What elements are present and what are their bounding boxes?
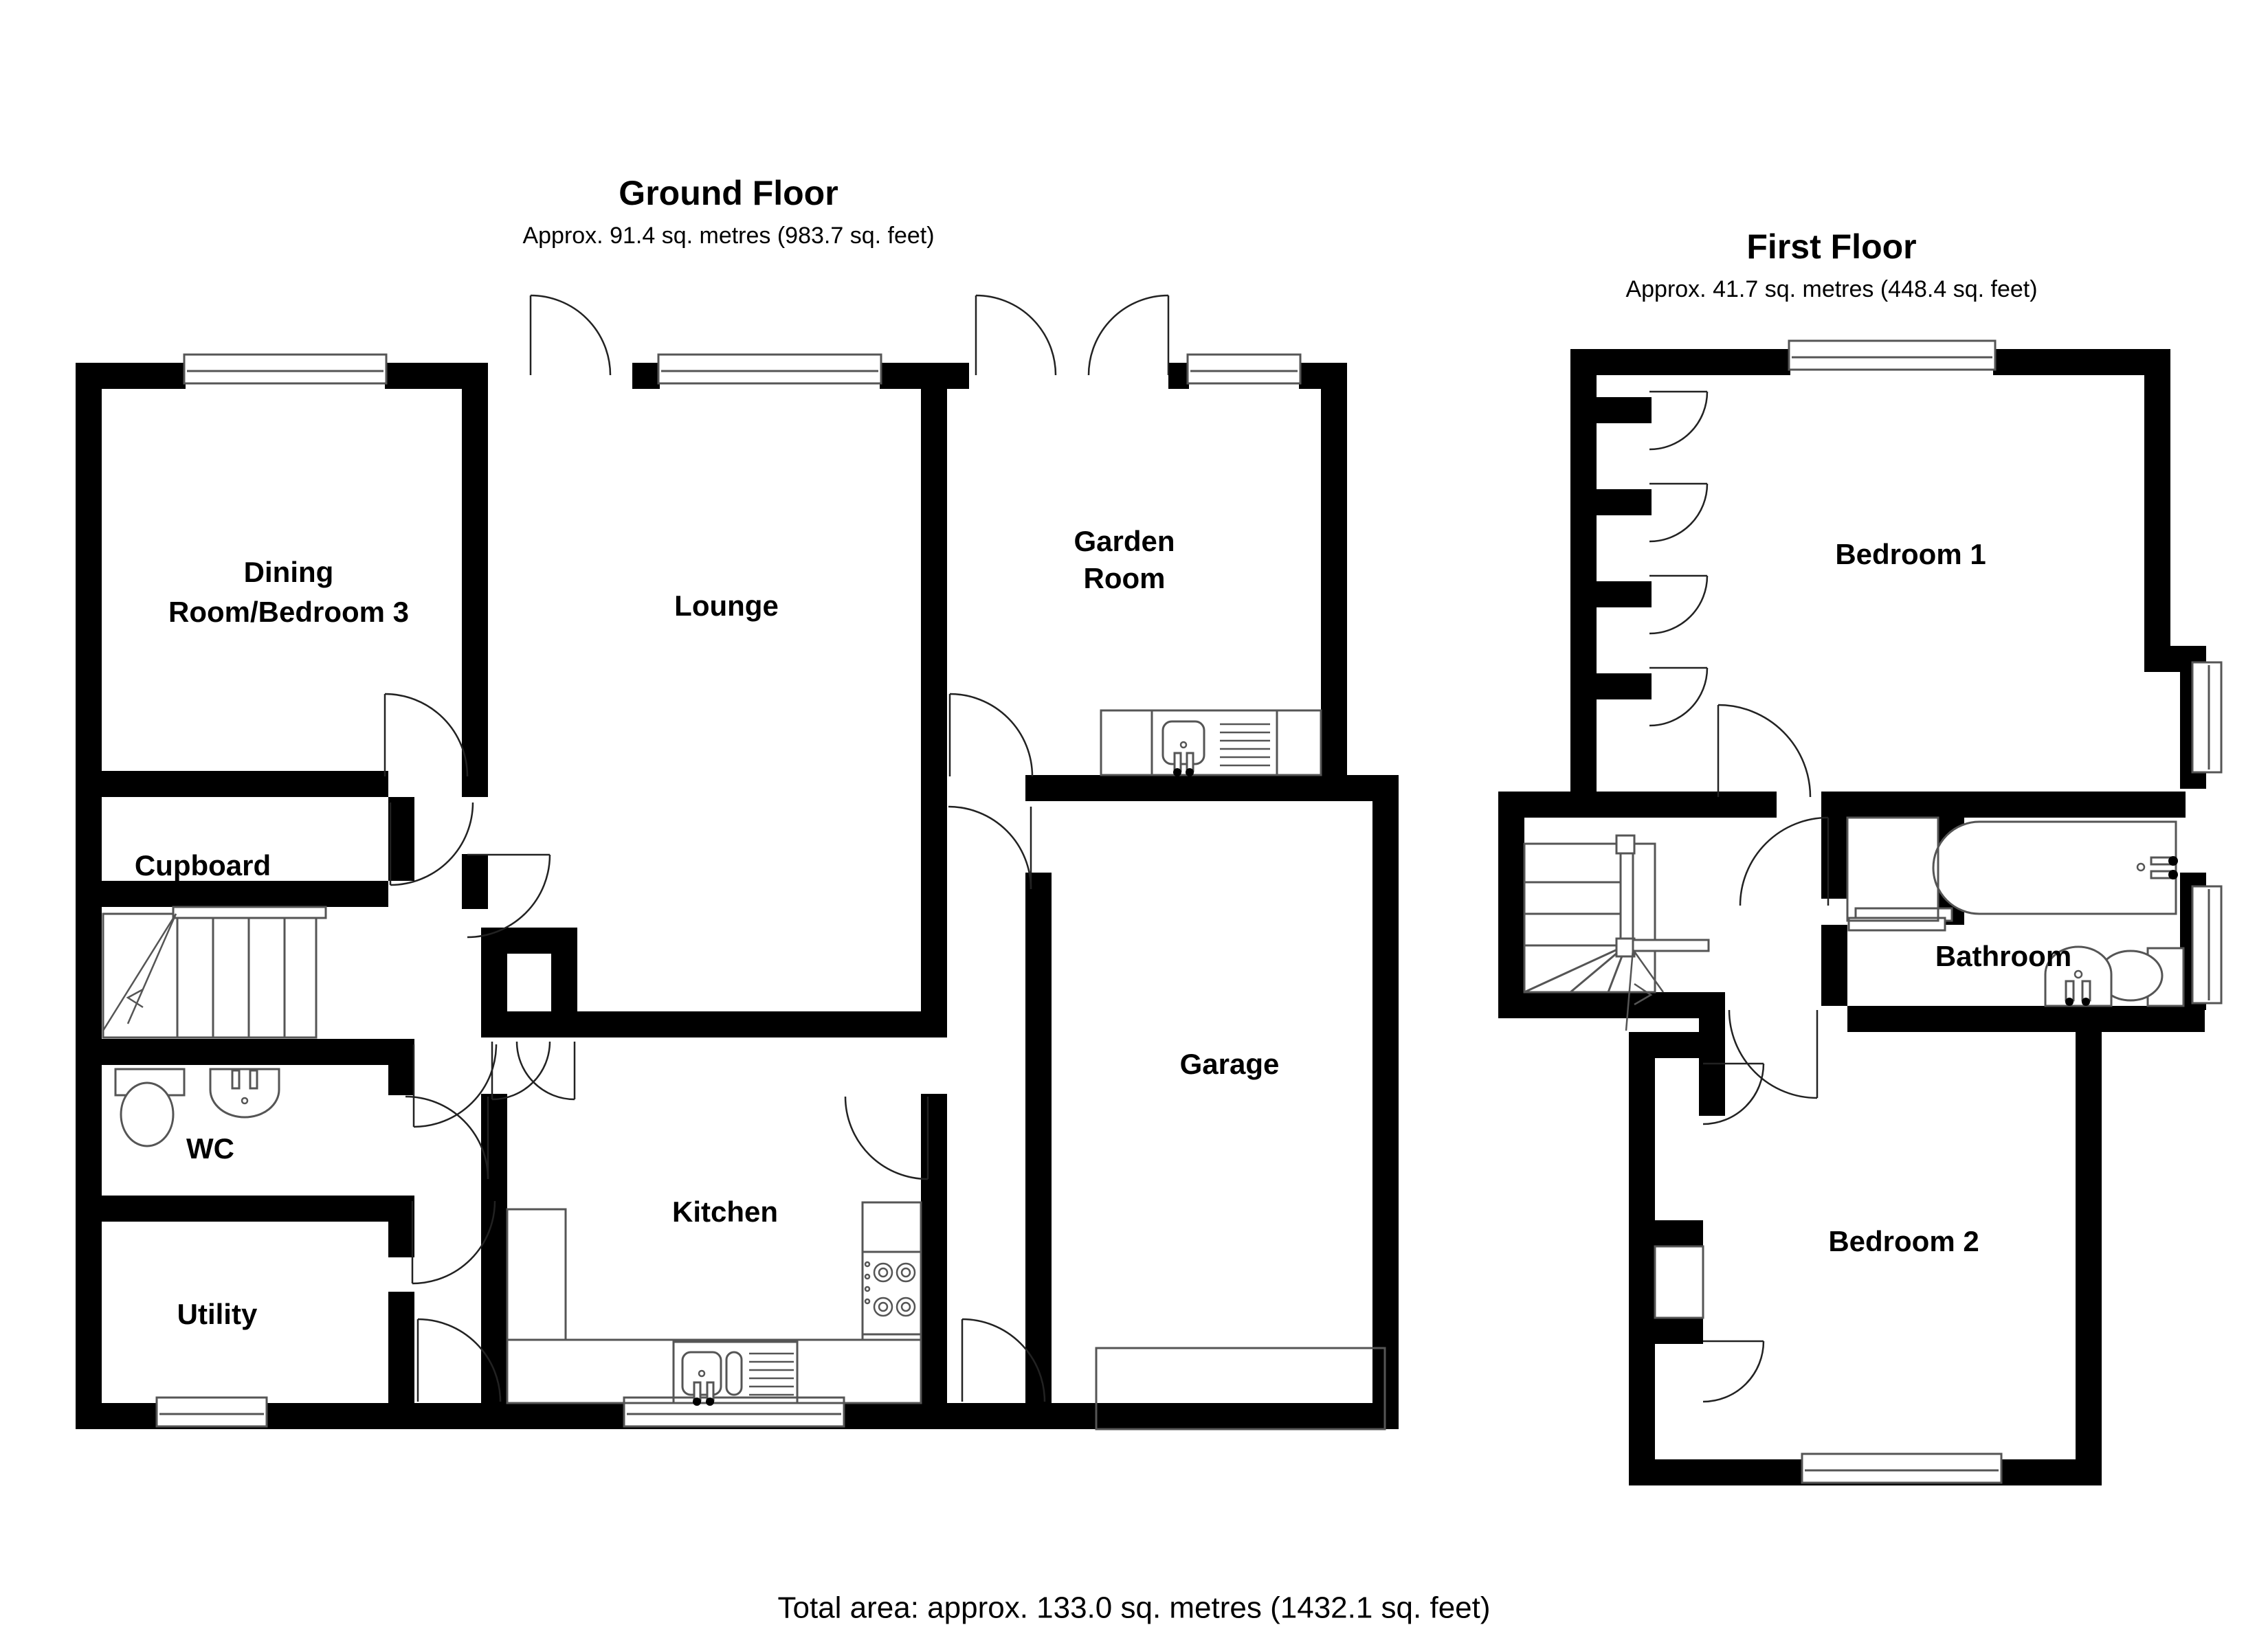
wc-basin <box>209 1068 280 1119</box>
room-label-garden-line1: Garden <box>1074 525 1175 557</box>
door-wardrobe-b1-2 <box>1649 482 1709 543</box>
room-label-wc: WC <box>186 1132 234 1165</box>
door-garden-room-left <box>975 294 1057 376</box>
bathroom-fixtures <box>1846 816 2185 1007</box>
window-garden-room <box>1186 353 1302 385</box>
kitchen-hob <box>861 1250 922 1336</box>
door-garden-room-right <box>1087 294 1170 376</box>
ground-floor-room-labels: Dining Room/Bedroom 3 Cupboard WC Utilit… <box>135 525 1280 1330</box>
room-label-garden-line2: Room <box>1084 562 1166 594</box>
door-kitchen-hall <box>405 1095 489 1180</box>
first-floor-area: Approx. 41.7 sq. metres (448.4 sq. feet) <box>1625 276 2037 302</box>
ground-floor-windows <box>155 353 1302 1428</box>
room-label-bedroom2: Bedroom 2 <box>1828 1225 1979 1257</box>
window-bathroom-upper <box>2191 661 2223 774</box>
ground-floor-doors <box>383 294 1170 1402</box>
window-utility <box>155 1396 268 1428</box>
door-kitchen-rear <box>844 1096 929 1180</box>
door-airing-cupboard <box>1847 907 1953 932</box>
garage-door <box>1095 1347 1386 1431</box>
window-kitchen <box>623 1396 845 1428</box>
door-wardrobe-b1-3 <box>1649 574 1709 635</box>
door-garden-garage <box>948 805 1032 890</box>
first-floor-plan: Bedroom 1 Bathroom Bedroom 2 <box>1498 339 2223 1485</box>
door-bathroom <box>1739 816 1830 906</box>
kitchen-units <box>506 1201 922 1406</box>
first-floor-room-labels: Bedroom 1 Bathroom Bedroom 2 <box>1828 538 2071 1257</box>
room-label-dining-line1: Dining <box>244 556 334 588</box>
door-lounge-garden <box>948 693 1034 777</box>
room-label-kitchen: Kitchen <box>672 1196 778 1228</box>
door-understair-left <box>491 1041 551 1101</box>
garden-room-units <box>1100 709 1322 776</box>
window-dining <box>183 353 388 385</box>
door-wc <box>412 1044 498 1128</box>
ground-floor-plan: Dining Room/Bedroom 3 Cupboard WC Utilit… <box>76 294 1399 1431</box>
room-label-utility: Utility <box>177 1298 258 1330</box>
ground-floor-walls <box>76 363 1399 1429</box>
room-label-garage: Garage <box>1180 1048 1280 1080</box>
window-lounge <box>657 353 882 385</box>
first-floor-walls <box>1498 349 2206 1485</box>
total-area-label: Total area: approx. 133.0 sq. metres (14… <box>777 1591 1490 1625</box>
bathroom-basin <box>2044 945 2113 1007</box>
door-understair-right <box>515 1041 576 1101</box>
room-label-bedroom1: Bedroom 1 <box>1835 538 1986 570</box>
garden-room-sink <box>1161 720 1270 776</box>
room-label-lounge: Lounge <box>674 590 779 622</box>
door-rear-external <box>961 1318 1046 1402</box>
door-bedroom2 <box>1728 1009 1819 1099</box>
door-wardrobe-b2-2 <box>1702 1340 1765 1403</box>
door-wardrobe-b1-1 <box>1649 390 1709 451</box>
first-floor-doors <box>1649 390 1953 1403</box>
door-lounge-front <box>529 294 612 376</box>
staircase-ground <box>102 906 327 1039</box>
window-bedroom2 <box>1801 1452 2003 1484</box>
first-floor-title: First Floor <box>1746 227 1916 266</box>
door-bedroom1 <box>1717 704 1812 798</box>
ground-floor-area: Approx. 91.4 sq. metres (983.7 sq. feet) <box>522 223 934 249</box>
door-lounge-hall <box>467 853 551 939</box>
room-label-bathroom: Bathroom <box>1935 940 2071 972</box>
door-hall-front <box>416 1318 502 1402</box>
door-dining <box>383 693 469 777</box>
toilet <box>2098 947 2185 1007</box>
door-wardrobe-b2-1 <box>1702 1062 1765 1125</box>
first-floor-windows <box>1788 339 2223 1484</box>
room-label-cupboard: Cupboard <box>135 849 271 882</box>
kitchen-sink <box>672 1340 799 1406</box>
door-utility <box>411 1200 496 1285</box>
staircase-first <box>1523 834 1710 1031</box>
door-cupboard <box>389 802 474 886</box>
wc-fixtures <box>114 1068 280 1147</box>
bath <box>1932 820 2178 915</box>
window-bathroom-lower <box>2191 885 2223 1005</box>
bedroom2-wardrobes <box>1654 1245 1704 1319</box>
ground-floor-title: Ground Floor <box>619 174 838 212</box>
room-label-dining-line2: Room/Bedroom 3 <box>168 596 409 628</box>
door-wardrobe-b1-4 <box>1649 666 1709 727</box>
window-bedroom1 <box>1788 339 1997 371</box>
